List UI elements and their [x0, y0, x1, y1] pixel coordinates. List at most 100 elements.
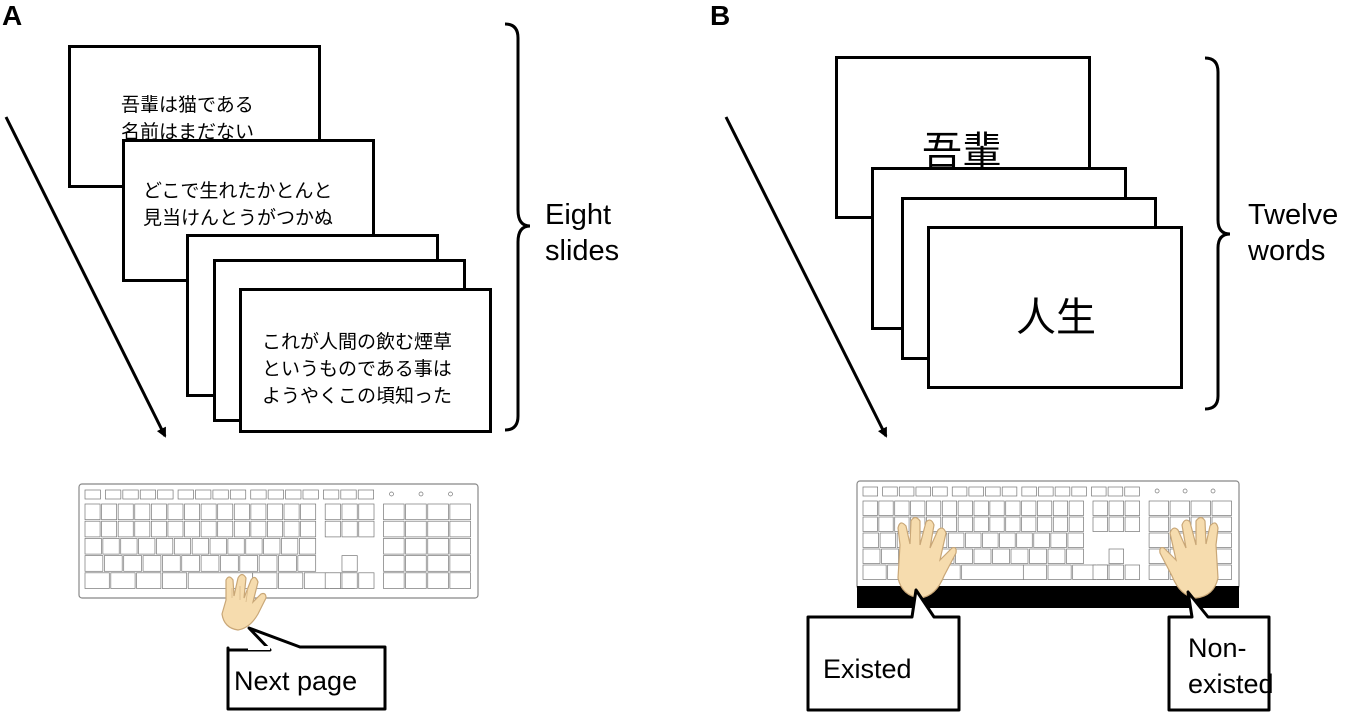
key [200, 520, 217, 538]
key [173, 538, 192, 555]
key [267, 489, 284, 500]
key [323, 489, 340, 500]
arrow-key [324, 572, 341, 589]
armrest [857, 586, 1239, 608]
numpad-key [449, 538, 471, 555]
key [1071, 486, 1087, 497]
key [915, 486, 931, 497]
indicator-light [1182, 488, 1188, 494]
numpad-key [427, 503, 449, 521]
key [992, 548, 1010, 564]
arrow-key [341, 572, 358, 589]
key [250, 520, 267, 538]
key [1091, 486, 1107, 497]
numpad-key [1211, 500, 1232, 516]
key [250, 489, 267, 500]
numpad-key [383, 572, 405, 589]
arrow-key [1124, 564, 1140, 580]
key [957, 516, 973, 532]
key [142, 555, 162, 572]
key [1066, 548, 1084, 564]
key [1108, 500, 1124, 516]
key [278, 555, 297, 572]
key [1005, 500, 1021, 516]
arrow-key [1092, 564, 1108, 580]
key [110, 572, 136, 589]
key [948, 532, 965, 548]
key [1047, 548, 1066, 564]
numpad-key [383, 520, 405, 538]
numpad-key [449, 520, 471, 538]
key [1067, 532, 1084, 548]
key [968, 486, 984, 497]
key [999, 532, 1016, 548]
key [283, 520, 300, 538]
key [941, 500, 957, 516]
slide-5-text: これが人間の飲む煙草 というものである事は ようやくこの頃知った [262, 331, 453, 407]
key [1016, 532, 1033, 548]
key [1047, 564, 1072, 580]
key [267, 520, 283, 538]
key [212, 489, 229, 500]
numpad-key [427, 520, 449, 538]
key [973, 516, 989, 532]
key [989, 500, 1005, 516]
slide-2-text: どこで生れたかとんと 見当けんとうがつかぬ [143, 180, 334, 229]
panel-a-label: A [2, 0, 23, 31]
numpad-key [1148, 500, 1169, 516]
key [84, 572, 110, 589]
key [278, 572, 304, 589]
key [1050, 532, 1067, 548]
key [101, 503, 118, 521]
key [941, 516, 957, 532]
callout-a-bubble [226, 626, 387, 711]
numpad-key [1148, 564, 1169, 580]
callout-existed-bubble [806, 588, 961, 712]
key [341, 503, 358, 521]
key [1021, 500, 1037, 516]
key [217, 520, 234, 538]
time-arrow-a [4, 116, 167, 438]
key [283, 503, 300, 521]
key [297, 555, 317, 572]
key [156, 538, 174, 555]
numpad-key [405, 538, 427, 555]
key [878, 516, 894, 532]
numpad-key [1148, 516, 1169, 532]
indicator-light [448, 491, 453, 497]
hand-pressing-key-icon [221, 573, 267, 631]
key [1021, 516, 1037, 532]
key [233, 503, 250, 521]
callout-a-label: Next page [234, 666, 358, 696]
key [1022, 564, 1047, 580]
key [84, 503, 101, 521]
key [358, 503, 375, 521]
key [1038, 486, 1054, 497]
key [1033, 532, 1050, 548]
key [862, 486, 878, 497]
key [103, 555, 123, 572]
key [84, 489, 101, 500]
bracket-a [504, 22, 531, 432]
hands-on-keys-icon [897, 516, 1219, 599]
key [117, 503, 134, 521]
key [84, 520, 101, 538]
key [926, 500, 942, 516]
arrow-key [358, 572, 375, 589]
key [932, 486, 948, 497]
key [862, 500, 878, 516]
key [1107, 486, 1124, 497]
key [102, 538, 120, 555]
key [220, 555, 239, 572]
key [263, 538, 281, 555]
numpad-key [405, 503, 427, 521]
callout-nonexisted-label: Non- existed [1188, 633, 1274, 699]
key [973, 548, 992, 564]
indicator-light [389, 491, 394, 497]
key [245, 538, 263, 555]
key [982, 532, 999, 548]
